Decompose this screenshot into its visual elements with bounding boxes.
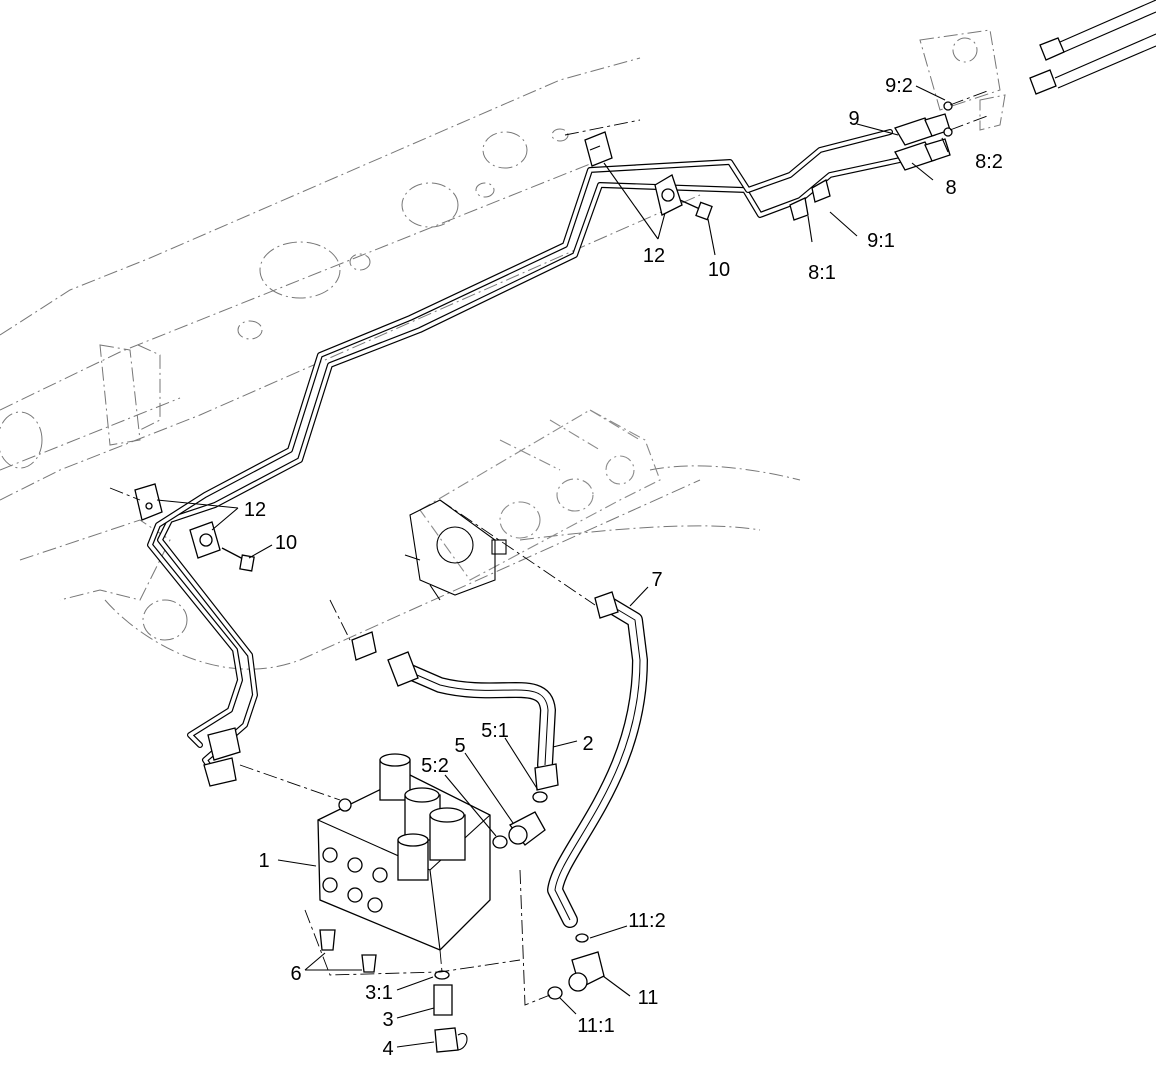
fitting-3 [433, 970, 453, 1016]
callout-6: 6 [290, 963, 301, 985]
assembly-centerlines [109, 89, 991, 1006]
callout-8-2: 8:2 [975, 151, 1003, 173]
callout-10-middle: 10 [275, 532, 297, 554]
tube-clip-tees [789, 179, 831, 221]
callout-8-1: 8:1 [808, 262, 836, 284]
tube-line-8 [157, 157, 903, 778]
callout-2: 2 [582, 733, 593, 755]
hydraulic-hose-7 [547, 591, 648, 928]
o-ring-5-1 [532, 791, 548, 803]
tube-fittings-upper [894, 101, 953, 171]
callout-4: 4 [382, 1038, 393, 1060]
o-ring-5-2 [492, 835, 508, 849]
callout-labels: 1 2 3 3:1 4 5 5:1 5:2 6 7 8 8:1 8:2 9 9:… [244, 75, 1003, 1060]
bolt-upper [679, 199, 713, 221]
callout-11-2: 11:2 [628, 910, 665, 932]
callout-5-2: 5:2 [421, 755, 449, 777]
tube-line-9 [147, 129, 893, 748]
o-ring-11-1 [547, 986, 563, 1000]
callout-12-upper: 12 [643, 245, 665, 267]
callout-8: 8 [945, 177, 956, 199]
callout-11: 11 [638, 987, 659, 1009]
callout-9: 9 [848, 108, 859, 130]
hydraulic-hose-2 [351, 631, 559, 791]
mounting-bolts-6 [319, 929, 377, 973]
hydraulic-pump [404, 409, 661, 601]
callout-5: 5 [454, 735, 465, 757]
phantom-frame-rail [0, 29, 1006, 670]
clamp-upper-a [584, 131, 613, 167]
elbow-fitting-5 [508, 811, 546, 846]
callout-1: 1 [258, 850, 269, 872]
callout-3: 3 [382, 1009, 393, 1031]
callout-11-1: 11:1 [577, 1015, 614, 1037]
o-ring-11-2 [575, 933, 589, 943]
tube-fittings-lower [203, 727, 241, 787]
elbow-fitting-11 [568, 951, 605, 992]
callout-9-2: 9:2 [885, 75, 913, 97]
bulkhead-fittings-remote [1029, 0, 1156, 95]
callout-9-1: 9:1 [867, 230, 895, 252]
clamp-mid-b [189, 521, 221, 559]
clamp-upper-b [654, 174, 683, 216]
leader-lines [156, 85, 949, 1048]
callout-5-1: 5:1 [481, 720, 509, 742]
callout-3-1: 3:1 [365, 982, 393, 1004]
valve-manifold-block [317, 753, 491, 951]
callout-10-upper: 10 [708, 259, 730, 281]
dust-cap-4 [434, 1027, 468, 1053]
bolt-mid [221, 547, 255, 572]
clamp-mid-a [134, 483, 163, 521]
callout-12-middle: 12 [244, 499, 266, 521]
callout-7: 7 [651, 569, 662, 591]
